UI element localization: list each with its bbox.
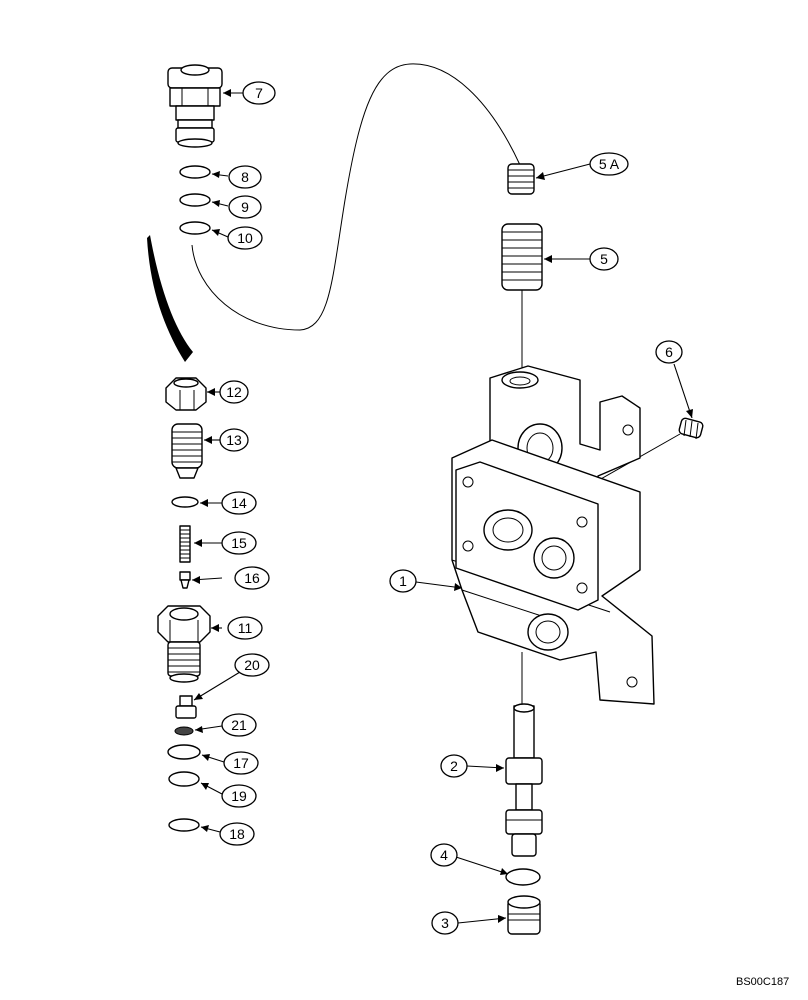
callout-12: 12	[219, 380, 249, 404]
drawing-reference-code: BS00C187	[736, 976, 789, 988]
callout-label: 8	[241, 169, 249, 185]
callout-label: 10	[237, 230, 253, 246]
part-11-body	[157, 605, 211, 683]
callout-18: 18	[219, 822, 255, 846]
part-3-plug	[507, 895, 541, 935]
callout-15: 15	[221, 531, 257, 555]
callout-label: 9	[241, 199, 249, 215]
callout-label: 13	[226, 432, 242, 448]
callout-6: 6	[655, 340, 683, 364]
callout-label: 5	[600, 251, 608, 267]
assembly-path-line	[191, 63, 521, 331]
part-19-backup-ring	[168, 771, 200, 787]
part-15-spring	[179, 525, 191, 563]
callout-label: 11	[238, 620, 253, 636]
callout-11: 11	[227, 616, 263, 640]
part-5a-spring	[507, 163, 535, 195]
callout-label: 7	[255, 85, 263, 101]
callout-14: 14	[221, 491, 257, 515]
callout-label: 4	[440, 847, 448, 863]
part-10-o-ring	[179, 221, 211, 235]
callout-21: 21	[221, 713, 257, 737]
callout-10: 10	[227, 226, 263, 250]
part-7-cartridge	[167, 64, 223, 148]
callout-label: 14	[231, 495, 247, 511]
callout-7: 7	[242, 81, 276, 105]
part-1-valve-body	[451, 365, 655, 705]
part-6-plug	[678, 417, 704, 440]
part-13-adjuster	[171, 423, 203, 479]
callout-label: 20	[244, 657, 260, 673]
callout-label: 19	[231, 788, 247, 804]
callout-label: 12	[226, 384, 242, 400]
callout-1: 1	[389, 569, 417, 593]
callout-20: 20	[234, 653, 270, 677]
callout-8: 8	[228, 165, 262, 189]
callout-5a: 5 A	[589, 152, 629, 176]
part-17-o-ring	[167, 744, 201, 760]
part-21-screen	[174, 726, 194, 736]
callout-label: 5 A	[599, 156, 620, 172]
callout-label: 1	[399, 573, 407, 589]
part-16-poppet	[179, 571, 191, 589]
callout-17: 17	[223, 751, 259, 775]
part-9-o-ring	[179, 193, 211, 207]
callout-16: 16	[234, 566, 270, 590]
callout-13: 13	[219, 428, 249, 452]
callout-label: 21	[231, 717, 247, 733]
callout-19: 19	[221, 784, 257, 808]
part-12-nut	[165, 377, 207, 411]
callout-label: 6	[665, 344, 673, 360]
callout-3: 3	[431, 911, 459, 935]
part-2-spool	[505, 703, 543, 857]
callout-label: 17	[233, 755, 249, 771]
callout-label: 16	[244, 570, 260, 586]
callout-9: 9	[228, 195, 262, 219]
part-5-spring	[501, 223, 543, 291]
assembly-arrow	[147, 235, 193, 362]
callout-5: 5	[589, 247, 619, 271]
callout-2: 2	[440, 754, 468, 778]
part-4-o-ring	[505, 868, 541, 886]
callout-label: 3	[441, 915, 449, 931]
callout-4: 4	[430, 843, 458, 867]
part-18-o-ring	[168, 818, 200, 832]
part-14-washer	[171, 496, 199, 508]
callout-label: 2	[450, 758, 458, 774]
part-8-o-ring	[179, 165, 211, 179]
callout-label: 18	[229, 826, 245, 842]
callout-arrowheads	[192, 89, 693, 923]
callout-label: 15	[231, 535, 247, 551]
part-20-piston	[175, 695, 197, 719]
